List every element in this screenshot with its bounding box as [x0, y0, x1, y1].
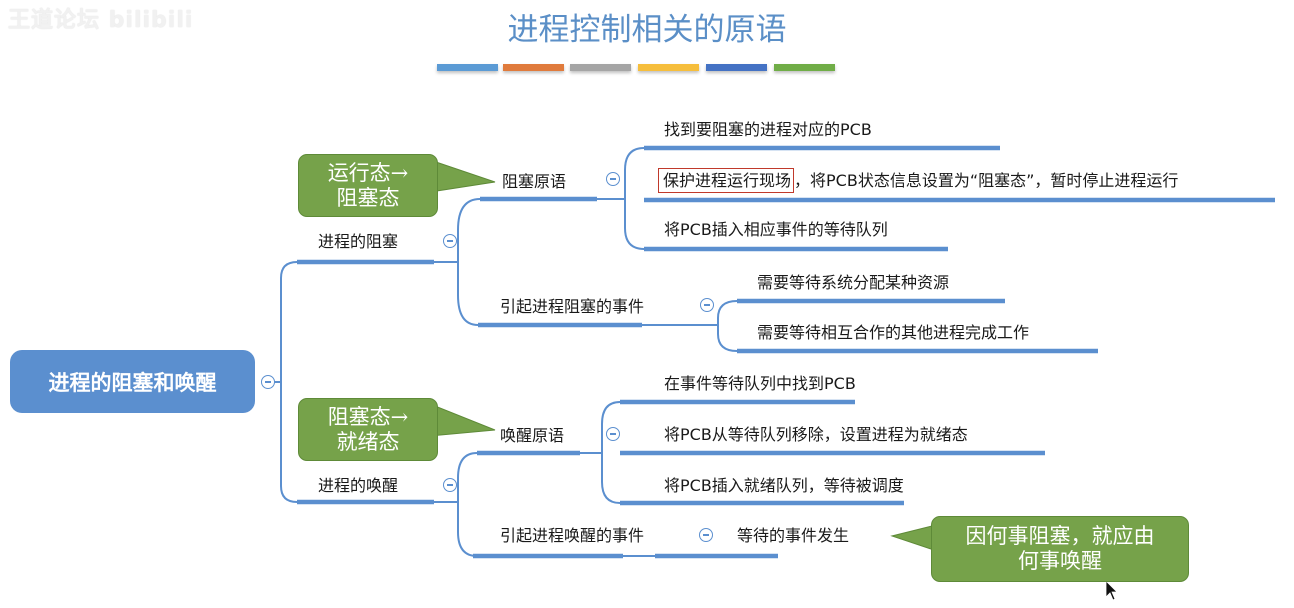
branch-wake-label[interactable]: 进程的唤醒 [318, 476, 399, 495]
callout-wake-event: 因何事阻塞，就应由 何事唤醒 [931, 516, 1189, 582]
color-bar [570, 64, 631, 71]
callout-line: 阻塞态→ [327, 404, 409, 429]
collapse-root-button[interactable] [261, 375, 275, 389]
callout-line: 因何事阻塞，就应由 [965, 524, 1155, 548]
color-bar [774, 64, 835, 71]
callout-line: 阻塞态 [336, 185, 400, 210]
branch-block-label[interactable]: 进程的阻塞 [318, 232, 399, 251]
callout-tail-block [429, 159, 496, 193]
connector-wake-trunk [457, 452, 478, 557]
block-primitive-label[interactable]: 阻塞原语 [502, 172, 567, 191]
collapse-block-primitive-button[interactable] [606, 172, 620, 186]
callout-line: 运行态→ [327, 160, 409, 185]
root-label: 进程的阻塞和唤醒 [48, 370, 217, 395]
callout-block-state: 运行态→ 阻塞态 [298, 154, 438, 217]
wake-event-label[interactable]: 引起进程唤醒的事件 [500, 526, 645, 545]
connector-block-prim-trunk [624, 147, 645, 250]
color-bar [437, 64, 498, 71]
connector-root-trunk [280, 261, 298, 503]
wake-primitive-step-1[interactable]: 在事件等待队列中找到PCB [664, 374, 856, 393]
callout-line: 何事唤醒 [1018, 549, 1102, 573]
highlight-box: 保护进程运行现场 [658, 168, 795, 193]
color-bar [706, 64, 767, 71]
wake-event-1[interactable]: 等待的事件发生 [737, 526, 850, 545]
collapse-block-button[interactable] [443, 234, 457, 248]
watermark: 王道论坛 bilibili [8, 8, 194, 33]
color-bar [638, 64, 699, 71]
block-primitive-step-2[interactable]: 保护进程运行现场，将PCB状态信息设置为“阻塞态”，暂时停止进程运行 [658, 168, 1179, 193]
mouse-cursor-icon [1105, 580, 1118, 601]
connector-wake-prim-trunk [601, 401, 621, 504]
block-primitive-step-3[interactable]: 将PCB插入相应事件的等待队列 [664, 220, 888, 239]
step-text: ，将PCB状态信息设置为“阻塞态”，暂时停止进程运行 [794, 171, 1179, 190]
collapse-wake-event-button[interactable] [699, 528, 713, 542]
connector-block-trunk [457, 198, 481, 326]
block-event-2[interactable]: 需要等待相互合作的其他进程完成工作 [757, 323, 1030, 342]
page-title: 进程控制相关的原语 [507, 12, 787, 48]
callout-line: 就绪态 [336, 429, 400, 454]
collapse-wake-button[interactable] [443, 478, 457, 492]
root-node[interactable]: 进程的阻塞和唤醒 [10, 350, 255, 413]
collapse-wake-primitive-button[interactable] [606, 427, 620, 441]
wake-primitive-step-3[interactable]: 将PCB插入就绪队列，等待被调度 [664, 476, 904, 495]
color-bar [503, 64, 564, 71]
callout-wake-state: 阻塞态→ 就绪态 [298, 398, 438, 461]
wake-primitive-step-2[interactable]: 将PCB从等待队列移除，设置进程为就绪态 [664, 425, 968, 444]
connector-block-event-trunk [717, 300, 738, 352]
block-event-1[interactable]: 需要等待系统分配某种资源 [757, 273, 950, 292]
collapse-block-event-button[interactable] [700, 298, 714, 312]
wake-primitive-label[interactable]: 唤醒原语 [500, 426, 565, 445]
block-primitive-step-1[interactable]: 找到要阻塞的进程对应的PCB [664, 120, 872, 139]
callout-tail-wake [429, 403, 496, 437]
block-event-label[interactable]: 引起进程阻塞的事件 [500, 297, 645, 316]
